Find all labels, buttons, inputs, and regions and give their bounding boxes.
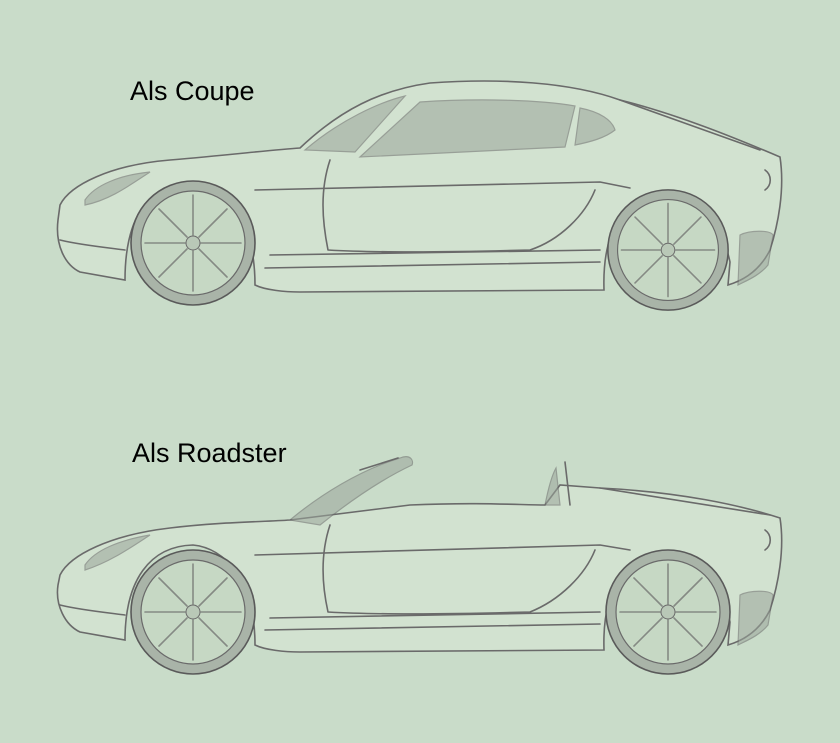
roadster-drawing — [56, 456, 783, 675]
coupe-label: Als Coupe — [130, 76, 255, 106]
roadster-label: Als Roadster — [132, 438, 287, 468]
coupe-drawing — [56, 80, 783, 311]
